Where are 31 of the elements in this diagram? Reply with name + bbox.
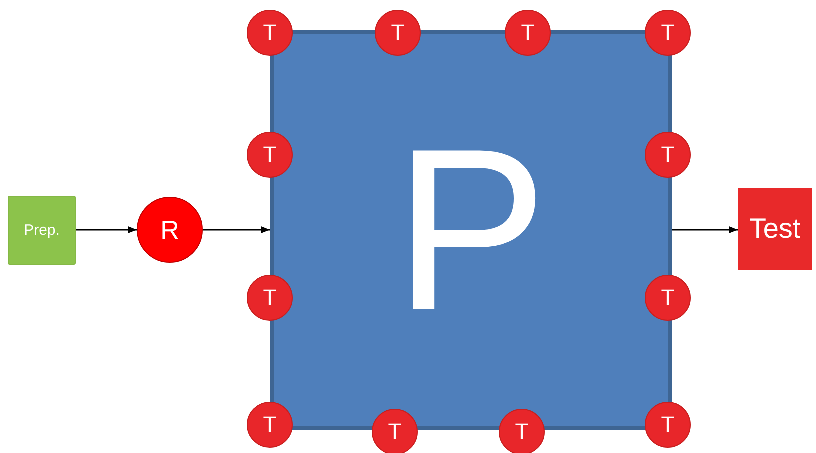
node-label: T bbox=[515, 421, 529, 443]
node-label: T bbox=[391, 22, 405, 44]
arrow bbox=[203, 226, 270, 234]
node-label: T bbox=[388, 421, 402, 443]
node-label: T bbox=[263, 414, 277, 436]
circle-node bbox=[247, 10, 293, 56]
node-label: T bbox=[263, 22, 277, 44]
circle-node bbox=[645, 402, 691, 448]
circle-node bbox=[247, 132, 293, 178]
process-box bbox=[8, 196, 76, 265]
node-label: T bbox=[661, 287, 675, 309]
circle-node bbox=[505, 10, 551, 56]
node-label: T bbox=[521, 22, 535, 44]
node-label: T bbox=[661, 22, 675, 44]
arrow bbox=[76, 226, 137, 234]
node-label: T bbox=[661, 144, 675, 166]
circle-node bbox=[645, 275, 691, 321]
arrow bbox=[672, 226, 738, 234]
node-label: T bbox=[263, 144, 277, 166]
node-label: Prep. bbox=[24, 223, 60, 238]
node-label: R bbox=[160, 217, 180, 243]
circle-node bbox=[645, 132, 691, 178]
process-box bbox=[738, 188, 812, 270]
circle-node bbox=[247, 402, 293, 448]
node-label: T bbox=[263, 287, 277, 309]
node-label: Test bbox=[749, 215, 801, 243]
circle-node bbox=[645, 10, 691, 56]
circle-node bbox=[247, 275, 293, 321]
node-label: T bbox=[661, 414, 675, 436]
node-label: P bbox=[394, 115, 548, 345]
circle-node bbox=[375, 10, 421, 56]
